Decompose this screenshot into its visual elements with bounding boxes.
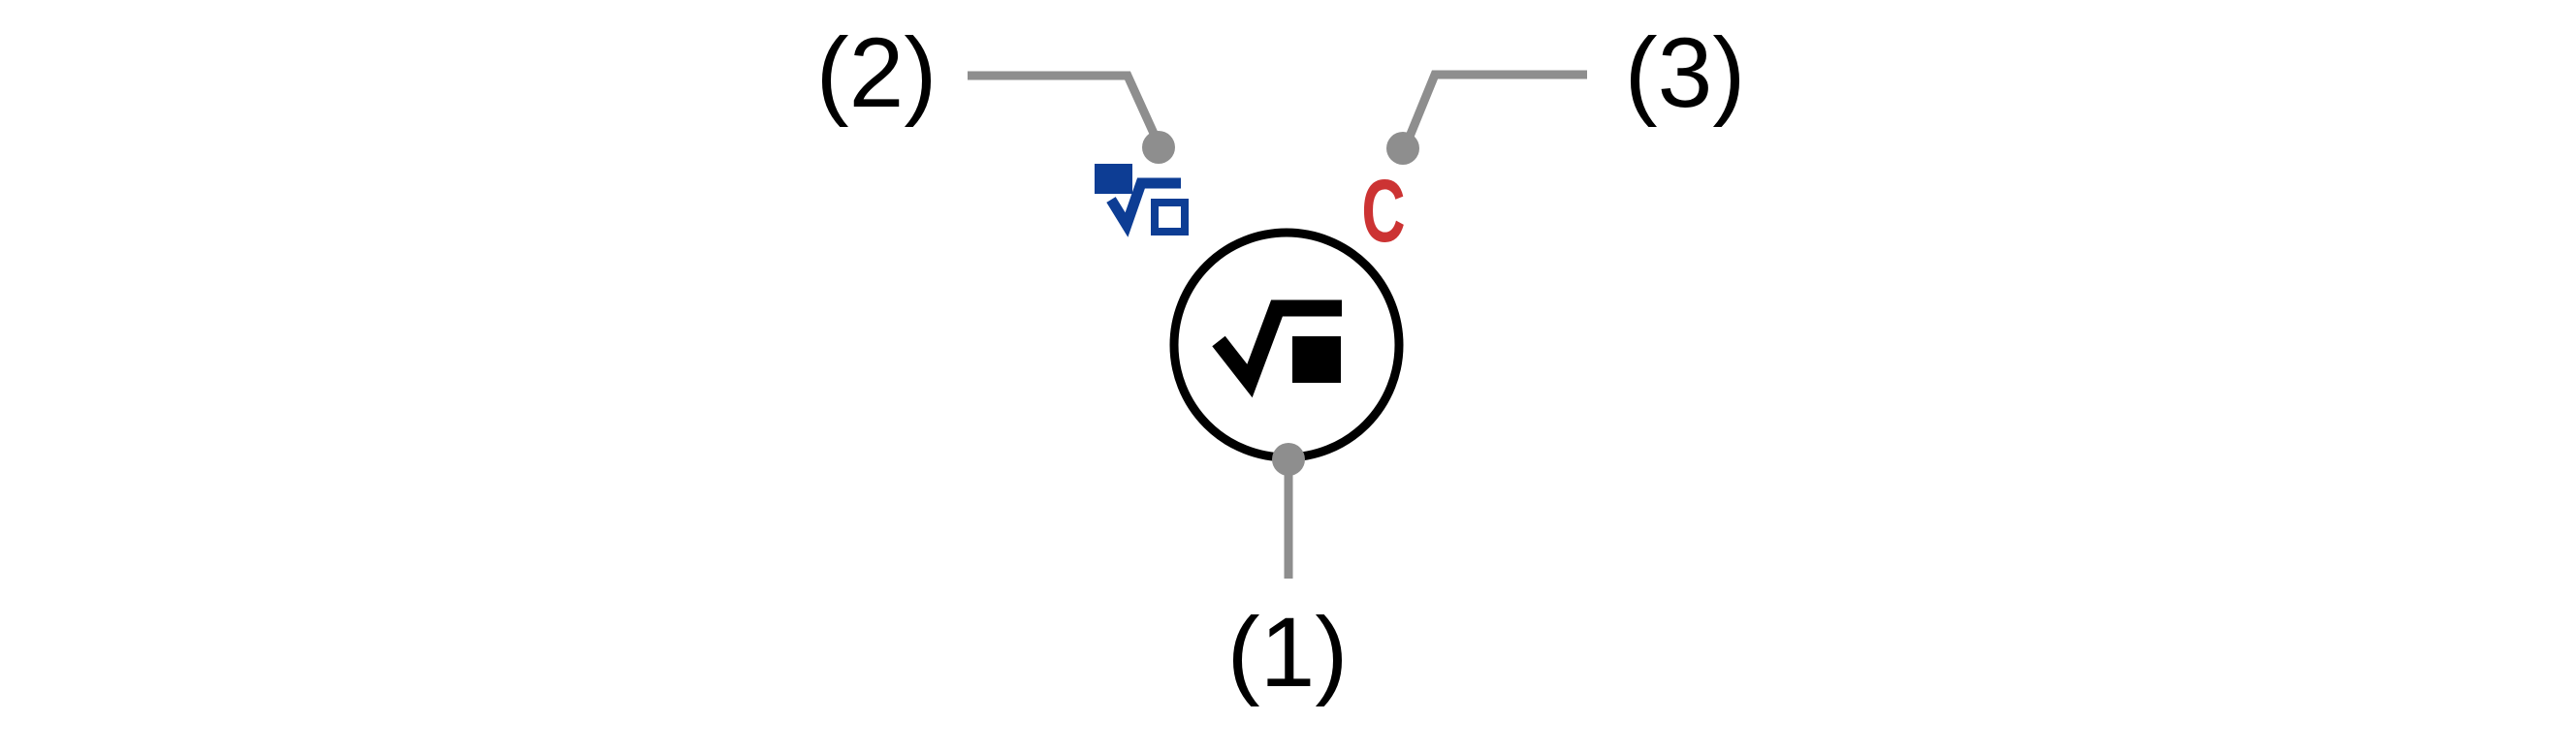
callout-1-label: (1) [1227, 597, 1349, 707]
callout-3-connector-dot [1386, 132, 1419, 165]
callout-2-leader-line [968, 71, 1165, 150]
callout-2-connector-dot [1142, 131, 1175, 164]
shift-filled-square-icon [1095, 164, 1132, 194]
key-face [1169, 228, 1404, 462]
callout-2-label: (2) [816, 17, 938, 128]
alpha-function-label-group: C [1361, 161, 1405, 261]
sqrt-key-radical-sign [1212, 299, 1342, 398]
shift-function-icon [1095, 164, 1189, 237]
key-circle [1169, 228, 1404, 462]
callout-3-leader-line [1400, 70, 1587, 150]
shift-radical-sign-icon [1106, 177, 1181, 237]
shift-open-square-icon [1151, 199, 1189, 235]
callout-3-label: (3) [1625, 17, 1746, 128]
sqrt-key-icon [1212, 299, 1342, 398]
alpha-function-label: C [1361, 161, 1405, 261]
callout-1-connector-dot [1272, 443, 1305, 476]
sqrt-key-filled-square [1292, 336, 1341, 383]
